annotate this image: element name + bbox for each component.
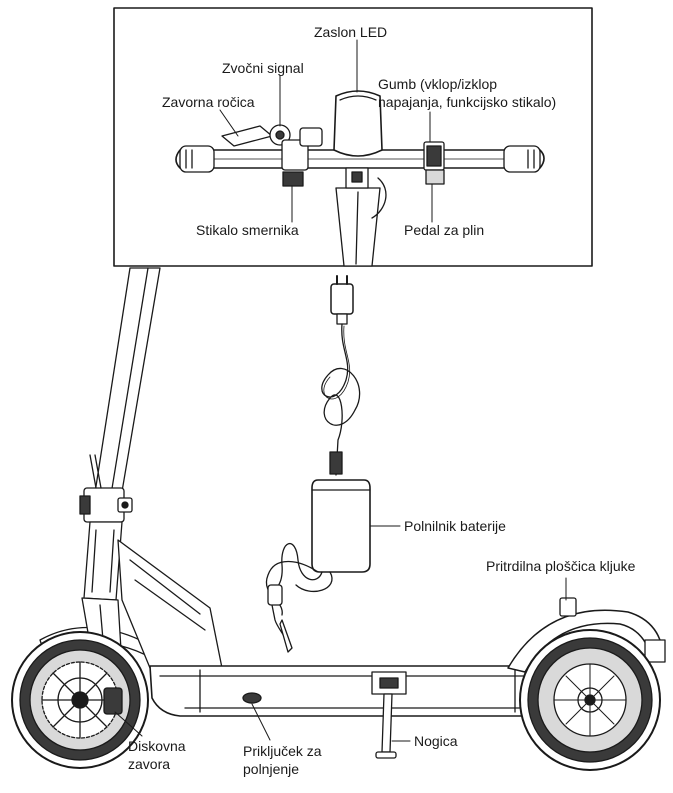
label-turn-signal-switch: Stikalo smernika [196,222,299,238]
label-charging-port-line1: Priključek za [243,743,322,759]
label-battery-charger: Polnilnik baterije [404,518,506,534]
label-led-display: Zaslon LED [314,24,388,40]
hook-plate [559,597,577,617]
power-button [426,145,442,167]
disc-brake-caliper [103,687,123,715]
label-disc-brake-line1: Diskovna [128,738,186,754]
rear-wheel [519,629,661,771]
turn-signal-switch [282,171,304,187]
front-wheel [11,631,149,769]
steering-stem [79,267,161,601]
kickstand [375,693,397,759]
led-display [333,90,383,157]
label-power-button-line2: napajanja, funkcijsko stikalo) [378,94,557,110]
label-horn: Zvočni signal [222,60,304,76]
label-hook-plate: Pritrdilna ploščica kljuke [486,558,636,574]
label-power-button: Gumb (vklop/izklop napajanja, funkcijsko… [378,75,556,111]
label-brake-lever: Zavorna ročica [162,94,255,110]
rear-fender [507,597,666,673]
label-power-button-line1: Gumb (vklop/izklop [378,76,498,92]
charger-illustration [265,275,371,653]
label-kickstand: Nogica [414,733,458,749]
front-frame [117,539,223,669]
leader-lines [114,39,567,742]
throttle [425,169,445,185]
label-disc-brake: Diskovna zavora [128,737,186,773]
charging-port [242,692,262,704]
deck [149,665,541,717]
label-throttle: Pedal za plin [404,222,485,238]
handlebar-inset [175,90,545,267]
label-charging-port-line2: polnjenje [243,761,300,777]
label-charging-port: Priključek za polnjenje [243,742,322,778]
label-disc-brake-line2: zavora [128,756,171,772]
